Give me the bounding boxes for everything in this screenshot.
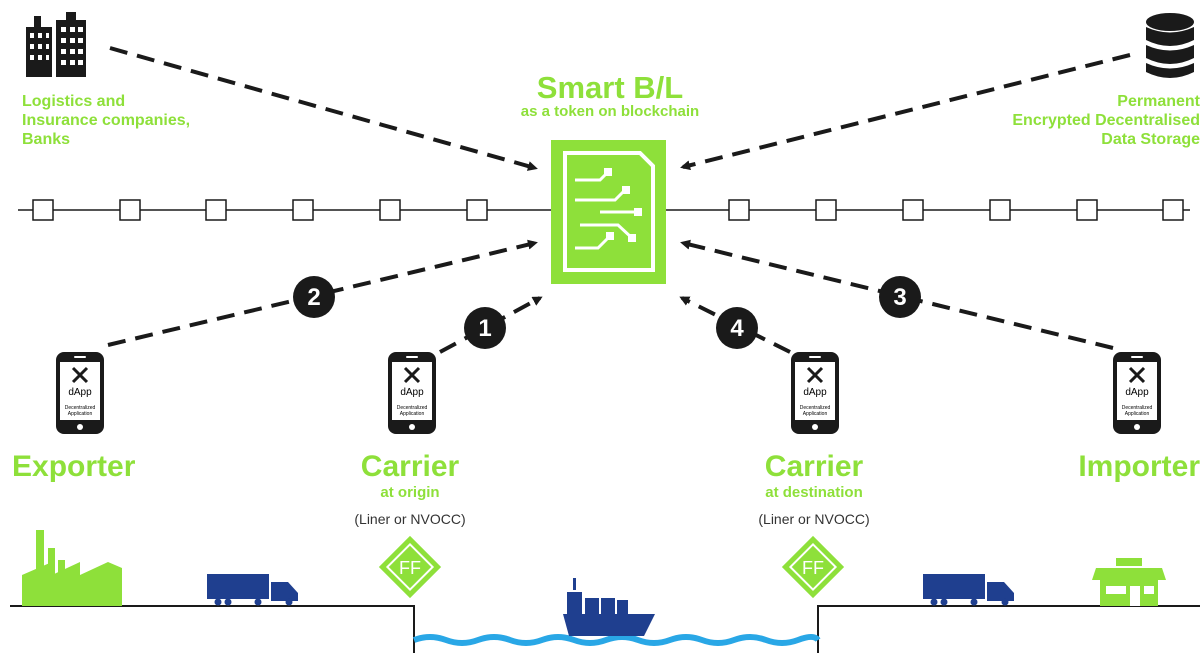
svg-text:dApp: dApp [400,387,424,398]
storage-label: Permanent Encrypted Decentralised Data S… [940,92,1200,149]
svg-text:FF: FF [399,558,421,578]
svg-text:FF: FF [802,558,824,578]
arrow-logistics [109,46,538,171]
svg-text:dApp: dApp [1125,387,1149,398]
step-3-circle [879,276,921,318]
block-7 [728,199,750,221]
phone-exporter: dApp Decentralized Application [54,350,106,436]
importer-label: Importer [1078,450,1200,483]
storage-label-line3: Data Storage [1101,131,1200,148]
svg-text:Decentralized: Decentralized [397,405,428,411]
logistics-label: Logistics and Insurance companies, Banks [22,92,190,149]
step-3-label: 3 [893,284,906,311]
svg-text:Application: Application [68,411,93,417]
svg-text:dApp: dApp [803,387,827,398]
shop-icon [1092,558,1166,606]
phone-importer: dApp Decentralized Application [1111,350,1163,436]
smart-bl-subtitle: as a token on blockchain [520,103,700,120]
phone-carrier-dest: dApp Decentralized Application [789,350,841,436]
storage-label-line1: Permanent [1117,93,1200,110]
svg-text:Decentralized: Decentralized [1122,405,1153,411]
logistics-label-line1: Logistics and [22,93,126,110]
step-2-label: 2 [307,284,320,311]
arrow-storage [680,53,1131,171]
block-6 [466,199,488,221]
block-1 [32,199,54,221]
block-9 [902,199,924,221]
carrier-origin-note: (Liner or NVOCC) [354,511,466,527]
block-5 [379,199,401,221]
svg-text:Application: Application [803,411,828,417]
logistics-label-line3: Banks [22,131,71,148]
arrow-importer [680,239,1114,350]
step-2-circle [293,276,335,318]
truck-right-icon [923,574,1014,606]
blockchain-chain [18,199,1190,221]
buildings-icon [26,12,86,77]
storage-label-line2: Encrypted Decentralised [1012,112,1200,129]
step-4-label: 4 [730,315,744,342]
ground [10,605,1200,653]
logistics-label-line2: Insurance companies, [22,112,191,129]
factory-icon [22,530,122,606]
block-8 [815,199,837,221]
database-icon [1146,13,1194,78]
carrier-origin-sub: at origin [380,484,440,501]
step-4-circle [716,307,758,349]
block-10 [989,199,1011,221]
block-12 [1162,199,1184,221]
step-1-label: 1 [478,315,491,342]
svg-text:Decentralized: Decentralized [65,405,96,411]
svg-text:Decentralized: Decentralized [800,405,831,411]
block-2 [119,199,141,221]
ff-badge-origin: FF [378,535,442,599]
svg-text:Application: Application [400,411,425,417]
block-3 [205,199,227,221]
exporter-label: Exporter [12,450,136,483]
svg-text:dApp: dApp [68,387,92,398]
carrier-dest-sub: at destination [765,484,863,501]
svg-text:Application: Application [1125,411,1150,417]
ff-badge-destination: FF [781,535,845,599]
truck-left-icon [207,574,298,606]
block-4 [292,199,314,221]
smart-bl-document-icon [551,140,666,284]
step-markers: 2 1 4 3 [293,276,921,349]
phone-carrier-origin: dApp Decentralized Application [386,350,438,436]
block-11 [1076,199,1098,221]
carrier-dest-label: Carrier [764,450,864,483]
arrow-exporter [107,239,538,347]
water [412,634,821,646]
carrier-origin-label: Carrier [360,450,460,483]
carrier-dest-note: (Liner or NVOCC) [758,511,870,527]
smart-bl-title: Smart B/L [536,70,684,105]
step-1-circle [464,307,506,349]
ship-icon [563,578,655,636]
